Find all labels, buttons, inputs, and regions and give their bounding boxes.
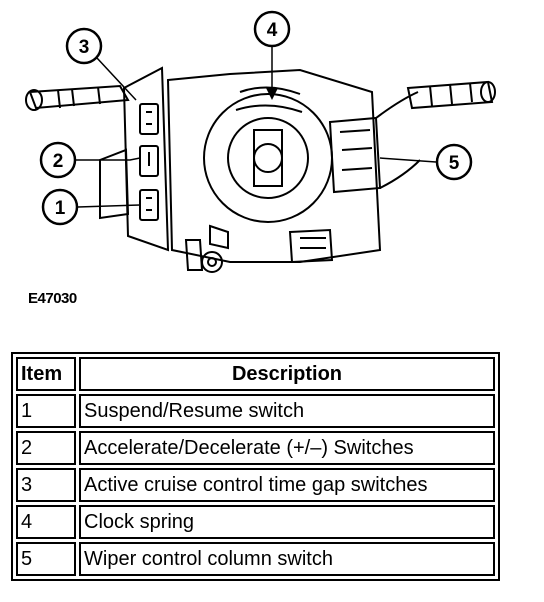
callout-leaders bbox=[74, 46, 437, 208]
item-description: Accelerate/Decelerate (+/–) Switches bbox=[79, 431, 495, 465]
table-row: 3 Active cruise control time gap switche… bbox=[16, 468, 495, 502]
item-number: 4 bbox=[16, 505, 76, 539]
item-description: Wiper control column switch bbox=[79, 542, 495, 576]
item-number: 5 bbox=[16, 542, 76, 576]
table-row: 4 Clock spring bbox=[16, 505, 495, 539]
clock-spring-assembly bbox=[166, 68, 382, 273]
item-description: Suspend/Resume switch bbox=[79, 394, 495, 428]
table-row: 2 Accelerate/Decelerate (+/–) Switches bbox=[16, 431, 495, 465]
callout-3: 3 bbox=[65, 27, 103, 65]
item-number: 2 bbox=[16, 431, 76, 465]
svg-text:5: 5 bbox=[449, 153, 460, 174]
figure-code: E47030 bbox=[28, 290, 77, 307]
item-description: Active cruise control time gap switches bbox=[79, 468, 495, 502]
callout-2: 2 bbox=[39, 141, 77, 179]
item-header: Item bbox=[16, 357, 76, 391]
callout-1: 1 bbox=[41, 188, 79, 226]
steering-column-switch-diagram: 3 2 1 4 5 bbox=[25, 10, 496, 273]
table-row: 5 Wiper control column switch bbox=[16, 542, 495, 576]
right-stalk bbox=[406, 80, 496, 110]
table-row: 1 Suspend/Resume switch bbox=[16, 394, 495, 428]
left-switch-pack bbox=[99, 66, 170, 252]
svg-text:2: 2 bbox=[53, 151, 64, 172]
svg-text:3: 3 bbox=[79, 37, 90, 58]
item-number: 3 bbox=[16, 468, 76, 502]
left-stalk bbox=[25, 84, 130, 111]
right-switch-pack bbox=[328, 91, 421, 194]
table-header-row: Item Description bbox=[16, 357, 495, 391]
item-description: Clock spring bbox=[79, 505, 495, 539]
svg-text:1: 1 bbox=[55, 198, 66, 219]
legend-table: Item Description 1 Suspend/Resume switch… bbox=[11, 352, 500, 581]
callout-5: 5 bbox=[435, 143, 473, 181]
callout-4: 4 bbox=[253, 10, 291, 48]
svg-text:4: 4 bbox=[267, 20, 278, 41]
description-header: Description bbox=[79, 357, 495, 391]
item-number: 1 bbox=[16, 394, 76, 428]
